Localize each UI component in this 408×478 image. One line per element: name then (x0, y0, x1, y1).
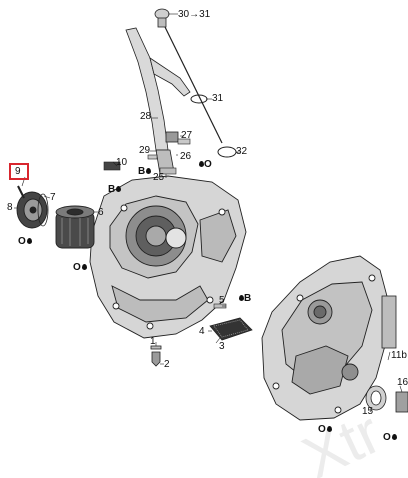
drop-icon (26, 238, 32, 244)
callout-27[interactable]: 27 (181, 130, 193, 141)
oil-symbol-6: O (73, 262, 87, 273)
oil-symbol-26: O (198, 159, 212, 170)
callout-30-31[interactable]: 30→31 (178, 9, 211, 20)
callout-26[interactable]: 26 (180, 151, 192, 162)
selected-callout-highlight (9, 163, 29, 180)
callout-31[interactable]: 31 (212, 93, 224, 104)
callout-3[interactable]: 3 (219, 341, 225, 352)
bearing-grease-symbol-5: B (238, 293, 251, 304)
callout-28[interactable]: 28 (140, 111, 152, 122)
oil-filter (55, 205, 95, 249)
dipstick (154, 8, 223, 144)
crankcase-right (261, 255, 389, 421)
bearing-grease-symbol-29: B (138, 166, 152, 177)
drop-icon (391, 434, 397, 440)
bolt-9 (17, 185, 25, 199)
callout-6[interactable]: 6 (98, 207, 104, 218)
callout-16[interactable]: 16 (397, 377, 408, 388)
callout-8[interactable]: 8 (7, 202, 13, 213)
drop-icon (81, 264, 87, 270)
drain-plug (150, 345, 162, 367)
oil-symbol-15: O (383, 432, 397, 443)
oil-symbol-right-case: O (318, 424, 332, 435)
callout-4[interactable]: 4 (199, 326, 205, 337)
oil-symbol-8: O (18, 236, 32, 247)
oil-screen (209, 317, 253, 341)
drop-icon (239, 295, 244, 301)
o-ring-32 (217, 146, 237, 158)
callout-11b[interactable]: 11b (391, 350, 407, 361)
clip-27 (177, 138, 191, 145)
callout-25[interactable]: 25 (153, 172, 165, 183)
callout-1[interactable]: 1 (150, 336, 156, 347)
callout-2[interactable]: 2 (164, 359, 170, 370)
callout-5[interactable]: 5 (219, 295, 225, 306)
drop-icon (326, 426, 332, 432)
bearing-grease-symbol-10: B (108, 184, 122, 195)
oil-pump-cover (16, 191, 48, 229)
drop-icon (116, 186, 122, 192)
bushing-16 (395, 391, 408, 413)
shaft-11b (381, 295, 397, 349)
drop-icon (146, 168, 152, 174)
fitting-25 (159, 167, 177, 175)
callout-7[interactable]: 7 (50, 192, 56, 203)
callout-10[interactable]: 10 (116, 157, 128, 168)
callout-15[interactable]: 15 (362, 406, 374, 417)
gasket-7 (37, 193, 49, 227)
callout-32[interactable]: 32 (236, 146, 248, 157)
bolt-29 (147, 154, 158, 160)
sensor-10 (103, 161, 121, 171)
callout-29[interactable]: 29 (139, 145, 151, 156)
crankcase-left (89, 175, 247, 339)
seal-15 (365, 385, 387, 411)
callout-9[interactable]: 9 (15, 166, 21, 177)
drop-icon (199, 161, 204, 167)
